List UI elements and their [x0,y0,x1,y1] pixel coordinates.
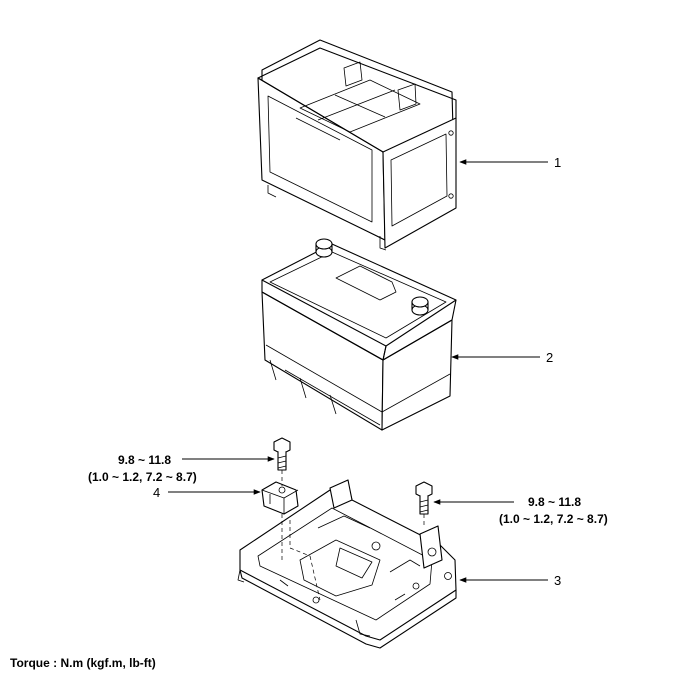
part-number-3: 3 [554,573,561,588]
torque-right-value: 9.8 ~ 11.8 [528,495,581,509]
part-number-2: 2 [546,350,553,365]
torque-left-units: (1.0 ~ 1.2, 7.2 ~ 8.7) [88,470,197,484]
torque-right-units: (1.0 ~ 1.2, 7.2 ~ 8.7) [499,512,608,526]
clamp-bolt [273,437,291,471]
torque-left-value: 9.8 ~ 11.8 [118,453,171,467]
torque-units-note: Torque : N.m (kgf.m, lb-ft) [10,656,156,670]
tray-bolt [415,481,433,515]
part-number-4: 4 [153,485,160,500]
part-number-1: 1 [554,155,561,170]
terminal-positive [315,238,333,258]
battery-cover-part [257,39,457,251]
terminal-negative [411,296,429,316]
battery-tray-part [237,479,457,649]
battery-clamp-part [261,481,299,515]
battery-part [261,238,457,431]
